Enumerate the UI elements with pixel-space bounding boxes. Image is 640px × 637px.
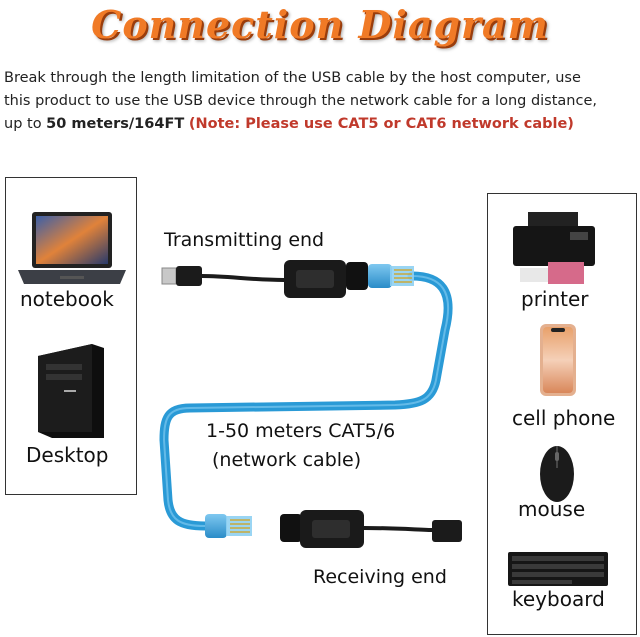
notebook-icon — [18, 212, 126, 284]
transmitting-adapter — [161, 260, 368, 298]
description-line-2: this product to use the USB device throu… — [4, 93, 597, 109]
diagram-title: Connection Diagram — [91, 2, 549, 47]
description-prefix: up to — [4, 116, 47, 132]
device-label-keyboard: keyboard — [512, 587, 605, 611]
receiving-adapter — [280, 510, 462, 548]
distance-highlight: 50 meters/164FT — [46, 116, 185, 132]
cell-phone-icon — [540, 324, 576, 396]
description-line-1: Break through the length limitation of t… — [4, 70, 581, 86]
mouse-icon — [540, 446, 574, 502]
receiving-end-label: Receiving end — [313, 566, 447, 588]
rj45-plug-top — [368, 264, 414, 288]
device-label-desktop: Desktop — [26, 443, 109, 467]
desktop-icon — [38, 344, 104, 438]
device-label-notebook: notebook — [20, 287, 114, 311]
cable-note: (Note: Please use CAT5 or CAT6 network c… — [188, 116, 574, 132]
cable-length-label: 1-50 meters CAT5/6 — [206, 420, 396, 442]
rj45-plug-bottom — [205, 514, 252, 538]
description: Break through the length limitation of t… — [4, 67, 640, 136]
device-label-mouse: mouse — [518, 497, 586, 521]
description-line-3: up to 50 meters/164FT (Note: Please use … — [4, 113, 640, 136]
printer-icon — [513, 212, 595, 284]
transmitting-end-label: Transmitting end — [164, 229, 325, 251]
device-label-cell-phone: cell phone — [512, 406, 616, 430]
device-label-printer: printer — [521, 287, 589, 311]
keyboard-icon — [508, 552, 608, 586]
cable-type-label: (network cable) — [212, 449, 362, 471]
network-cable — [159, 271, 453, 531]
